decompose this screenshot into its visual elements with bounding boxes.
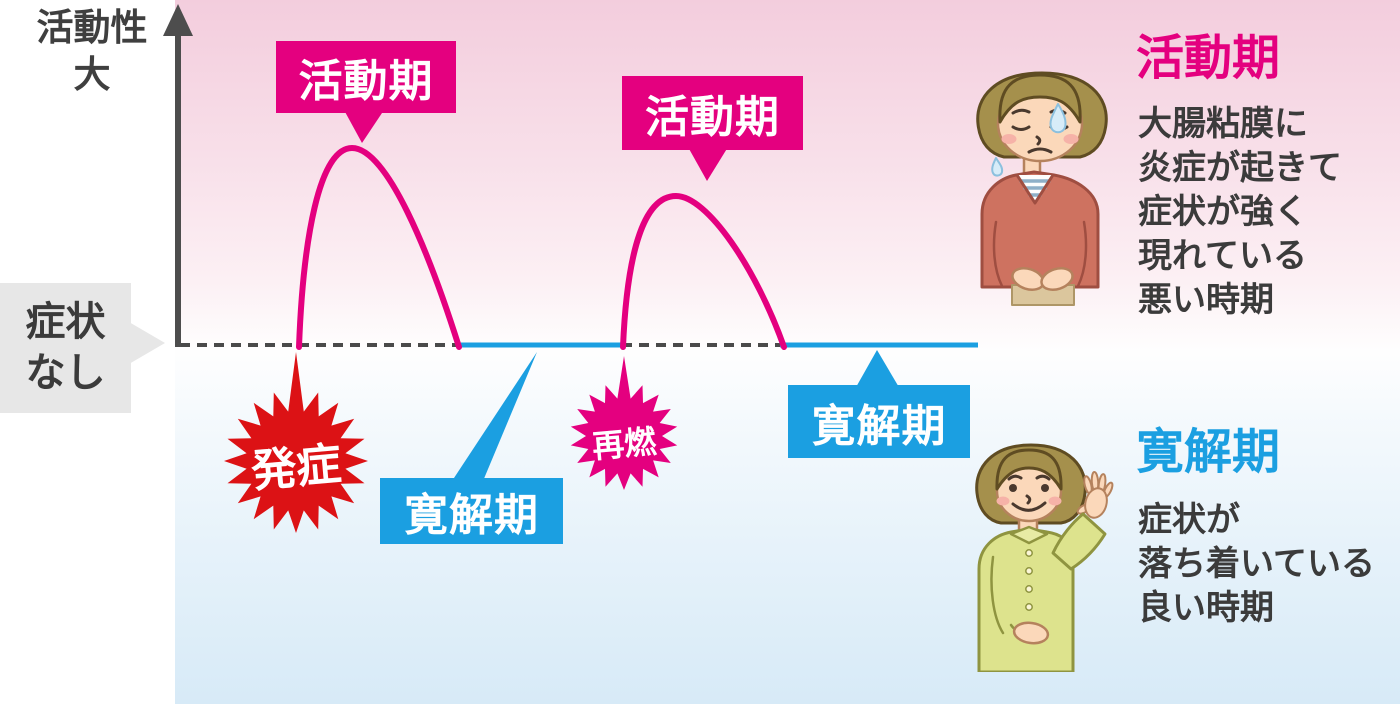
axis-arrow-icon [163,4,193,36]
blush-left [1001,134,1017,144]
remission-desc-line2: 落ち着いている [1138,544,1375,584]
onset-star-label: 発症 [249,437,344,498]
y-axis-label: 活動性 大 [14,4,170,98]
blush-left [996,496,1010,506]
activity-curve-1 [296,144,462,350]
activity-curve-2 [620,192,787,350]
hand-right [1040,267,1074,291]
remission-box-1-pointer [452,352,537,481]
remission-phase-description: 症状が 落ち着いている 良い時期 [1138,498,1375,630]
remission-box-2: 寛解期 [788,385,970,458]
remission-desc-line1: 症状が [1138,500,1240,540]
no-symptom-pointer [129,322,165,364]
no-symptom-label: 症状 なし [0,283,131,413]
bangs [998,73,1082,124]
relapse-starburst [570,356,678,490]
active-desc-line1: 大腸粘膜に [1138,104,1308,144]
sweat-drop-small [991,157,1004,177]
active-phase-description: 大腸粘膜に 炎症が起きて 症状が強く 現れている 悪い時期 [1138,102,1342,322]
v-neck-outline [1015,173,1055,205]
eye-left [1009,484,1017,492]
relapse-star-label: 再燃 [590,422,658,466]
active-desc-line4: 現れている [1138,236,1307,276]
active-desc-line2: 炎症が起きて [1138,148,1342,188]
y-axis-label-line2: 大 [73,53,111,96]
active-bubble-2-pointer [688,147,728,181]
happy-woman-illustration [975,443,1114,672]
remission-desc-line3: 良い時期 [1138,588,1274,628]
blush-right [1048,496,1062,506]
arm-left [990,555,1005,635]
happy-face-features [1007,474,1051,512]
remission-box-2-pointer [855,350,900,389]
active-phase-title: 活動期 [1136,30,1281,86]
hand-on-belly [1012,621,1050,645]
active-phase-bubble-1: 活動期 [276,41,456,113]
active-desc-line3: 症状が強く [1138,192,1308,232]
onset-starburst [224,352,368,533]
remission-box-1: 寛解期 [380,478,563,544]
sweat-drop-large [1049,103,1067,134]
eye-right [1041,484,1049,492]
arm-right [1076,220,1088,288]
blush-right [1063,134,1079,144]
no-symptom-line2: なし [25,350,106,396]
y-axis-label-line1: 活動性 [36,6,148,49]
collar [1009,525,1049,545]
raised-sleeve [1051,512,1107,571]
remission-phase-title: 寛解期 [1136,424,1281,480]
sad-woman-illustration [976,71,1108,306]
waving-hand [1076,471,1114,519]
y-axis [163,4,193,347]
undershirt-stripes [1019,179,1051,197]
buttons [1025,549,1033,611]
arm-left [992,220,1004,288]
active-desc-line5: 悪い時期 [1138,280,1274,320]
no-symptom-line1: 症状 [25,299,106,345]
bangs [995,448,1063,491]
active-phase-bubble-2: 活動期 [622,76,803,150]
active-bubble-1-pointer [344,110,384,143]
